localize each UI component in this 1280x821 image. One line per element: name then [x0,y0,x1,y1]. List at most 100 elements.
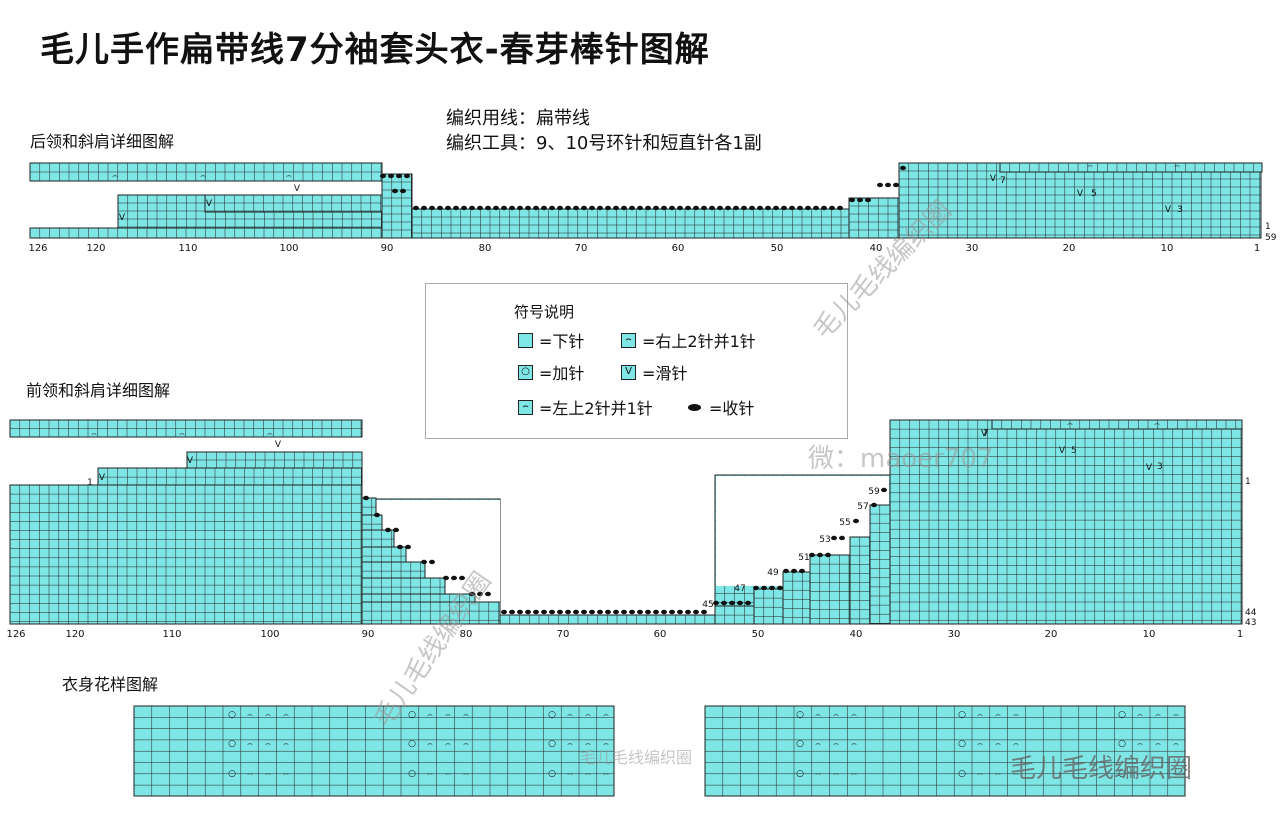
back-bindoff-dots [849,197,855,203]
k2tog-icon: ⌢ [1155,739,1161,749]
front-bindoff-dots [469,591,475,597]
front-bindoff-dots [791,568,797,574]
front-neck-bindoff [693,609,699,615]
front-row-label: 44 [1245,608,1257,618]
k2tog-icon: ⌢ [247,769,253,779]
front-neck-bindoff [653,609,659,615]
slip-stitch-icon: V [119,213,126,223]
symbol-legend: 符号说明 =下针 ⌢=右上2针并1针 ○=加针 V=滑针 ⌢=左上2针并1针 =… [425,283,848,439]
back-right-block-lines [899,163,1261,238]
k2tog-icon: ⌢ [463,710,469,720]
front-bindoff-dots [737,600,743,606]
front-bindoff-dots [405,544,411,550]
back-neck-bindoff [645,205,651,211]
back-right-top-row [999,162,1263,173]
k2tog-icon: ⌢ [1155,769,1161,779]
front-neck-bindoff [605,609,611,615]
front-bindoff-dots [871,502,877,508]
k2tog-icon: ⌢ [283,710,289,720]
front-axis-tick: 1 [1237,629,1243,640]
front-neck-bindoff [669,609,675,615]
back-bindoff-dots [877,182,883,188]
back-row-label: 5 [1091,189,1097,199]
k2tog-icon: ⌢ [567,739,573,749]
back-neck-bindoff [653,205,659,211]
ssk-icon: ⌢ [179,429,185,439]
back-neck-bindoff [781,205,787,211]
front-axis-tick: 30 [948,629,961,640]
front-right-top-row [991,419,1243,430]
slip-stitch-icon: V [990,174,997,184]
back-left-bottom-row-lines [39,228,382,238]
k2tog-icon: ⌢ [851,710,857,720]
back-neck-bindoff [669,205,675,211]
back-row-label: 1 [1265,222,1271,232]
k2tog-icon: ⌢ [815,710,821,720]
k2tog-icon: ⌢ [247,710,253,720]
back-neck-bindoff [413,205,419,211]
slip-stitch-icon: V [294,184,301,194]
yarn-over-icon: ○ [228,769,236,779]
yarn-over-icon: ○ [408,769,416,779]
yarn-over-icon: ○ [958,739,966,749]
front-neck-bindoff [525,609,531,615]
back-axis-tick: 80 [479,243,492,254]
back-axis-tick: 120 [86,243,105,254]
back-neck-bindoff [533,205,539,211]
k2tog-icon: ⌢ [1174,161,1180,171]
back-axis-tick: 110 [178,243,197,254]
front-neck-bindoff [621,609,627,615]
k2tog-icon: ⌢ [585,739,591,749]
k2tog-icon: ⌢ [1013,710,1019,720]
front-row-label: 51 [798,553,809,563]
yarn-over-icon: ○ [518,364,533,380]
back-row-label: 7 [1000,176,1006,186]
front-neck-bindoff [661,609,667,615]
back-neck-bindoff [709,205,715,211]
slip-stitch-icon: V [1059,446,1066,456]
slip-stitch-icon: V [981,429,988,439]
back-left-bottom-row [29,227,383,239]
back-center-block-lines [412,209,849,238]
back-neck-bindoff [837,205,843,211]
back-neck-bindoff [565,205,571,211]
front-bindoff-dots [825,552,831,558]
back-neck-bindoff [621,205,627,211]
back-neck-bindoff [421,205,427,211]
yarn-over-icon: ○ [1118,739,1126,749]
k2tog-icon: ⌢ [815,739,821,749]
k2tog-icon: ⌢ [463,739,469,749]
front-left-step-7 [361,601,501,625]
front-section-label: 前领和斜肩详细图解 [26,381,171,400]
back-axis-tick: 90 [381,243,394,254]
k2tog-icon: ⌢ [247,739,253,749]
back-neck-bindoff [469,205,475,211]
back-neck-bindoff [477,205,483,211]
k2tog-icon: ⌢ [1087,161,1093,171]
front-neck-bindoff [677,609,683,615]
front-bindoff-dots [429,559,435,565]
k2tog-icon: ⌢ [977,769,983,779]
k2tog-icon: ⌢ [1067,419,1073,429]
back-section-label: 后领和斜肩详细图解 [30,132,175,151]
yarn-over-icon: ○ [548,769,556,779]
front-neck-bindoff [573,609,579,615]
front-bindoff-dots [477,591,483,597]
front-bindoff-dots [721,600,727,606]
front-bindoff-dots [839,535,845,541]
front-bindoff-dots [374,512,380,518]
front-row-label: 7 [983,429,989,439]
back-neck-bindoff [453,205,459,211]
k2tog-icon: ⌢ [518,399,533,415]
back-neck-bindoff [613,205,619,211]
ssk-icon: ⌢ [200,171,206,181]
front-axis-tick: 20 [1045,629,1058,640]
materials-info: 编织用线：扁带线 编织工具：9、10号环针和短直针各1副 [446,106,762,156]
front-axis-tick: 60 [654,629,667,640]
back-neck-bindoff [549,205,555,211]
k2tog-icon: ⌢ [427,739,433,749]
k2tog-icon: ⌢ [445,710,451,720]
page-title: 毛儿手作扁带线7分袖套头衣-春芽棒针图解 [40,30,710,70]
front-bindoff-dots [799,568,805,574]
back-neck-bindoff [429,205,435,211]
